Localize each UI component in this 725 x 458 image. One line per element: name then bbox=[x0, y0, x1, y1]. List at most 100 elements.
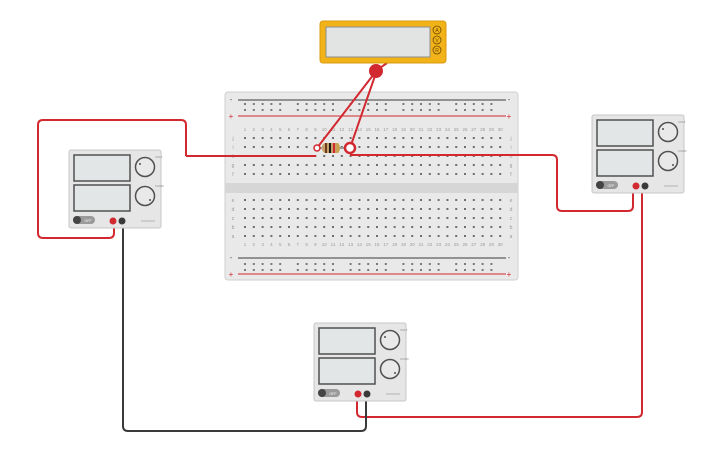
rail-hole[interactable] bbox=[376, 103, 378, 105]
breadboard-hole[interactable] bbox=[384, 226, 387, 228]
breadboard-hole[interactable] bbox=[428, 146, 431, 148]
multimeter-probe-wire-1[interactable] bbox=[316, 69, 378, 149]
breadboard-hole[interactable] bbox=[446, 164, 449, 166]
rail-hole[interactable] bbox=[490, 263, 493, 265]
voltage-knob[interactable] bbox=[134, 156, 156, 178]
breadboard-hole[interactable] bbox=[384, 235, 387, 237]
off-switch[interactable]: OFF bbox=[73, 216, 95, 224]
breadboard-hole[interactable] bbox=[358, 137, 361, 139]
breadboard-hole[interactable] bbox=[367, 226, 370, 228]
breadboard-hole[interactable] bbox=[490, 137, 493, 139]
breadboard-hole[interactable] bbox=[455, 146, 458, 148]
breadboard-hole[interactable] bbox=[296, 146, 299, 148]
rail-hole[interactable] bbox=[244, 103, 246, 105]
breadboard-hole[interactable] bbox=[279, 164, 282, 166]
breadboard-hole[interactable] bbox=[296, 235, 299, 237]
breadboard-hole[interactable] bbox=[490, 146, 493, 148]
breadboard-hole[interactable] bbox=[349, 226, 352, 228]
breadboard-hole[interactable] bbox=[296, 226, 299, 228]
breadboard-hole[interactable] bbox=[490, 208, 493, 210]
rail-hole[interactable] bbox=[428, 109, 431, 111]
breadboard-hole[interactable] bbox=[446, 208, 449, 210]
breadboard-hole[interactable] bbox=[420, 226, 422, 228]
rail-hole[interactable] bbox=[367, 263, 370, 265]
breadboard-hole[interactable] bbox=[490, 173, 493, 175]
rail-hole[interactable] bbox=[376, 109, 378, 111]
breadboard-hole[interactable] bbox=[472, 164, 475, 166]
rail-hole[interactable] bbox=[384, 263, 387, 265]
breadboard-hole[interactable] bbox=[244, 235, 246, 237]
breadboard-hole[interactable] bbox=[499, 208, 502, 210]
breadboard-hole[interactable] bbox=[464, 208, 466, 210]
breadboard-hole[interactable] bbox=[332, 137, 334, 139]
breadboard-hole[interactable] bbox=[340, 137, 343, 139]
rail-hole[interactable] bbox=[349, 109, 352, 111]
rail-hole[interactable] bbox=[420, 109, 422, 111]
rail-hole[interactable] bbox=[481, 109, 484, 111]
breadboard-hole[interactable] bbox=[244, 173, 246, 175]
breadboard-hole[interactable] bbox=[323, 235, 326, 237]
rail-hole[interactable] bbox=[279, 269, 282, 271]
breadboard-hole[interactable] bbox=[420, 199, 422, 201]
rail-hole[interactable] bbox=[252, 269, 255, 271]
breadboard-hole[interactable] bbox=[402, 199, 405, 201]
breadboard-hole[interactable] bbox=[279, 146, 282, 148]
breadboard-hole[interactable] bbox=[455, 235, 458, 237]
breadboard-hole[interactable] bbox=[420, 235, 422, 237]
rail-hole[interactable] bbox=[481, 263, 484, 265]
breadboard-hole[interactable] bbox=[270, 173, 273, 175]
rail-hole[interactable] bbox=[270, 263, 273, 265]
positive-terminal[interactable] bbox=[632, 182, 640, 190]
breadboard-hole[interactable] bbox=[402, 173, 405, 175]
breadboard-hole[interactable] bbox=[499, 146, 502, 148]
breadboard-hole[interactable] bbox=[305, 235, 308, 237]
negative-terminal[interactable] bbox=[363, 390, 371, 398]
rail-hole[interactable] bbox=[305, 269, 308, 271]
breadboard-hole[interactable] bbox=[332, 217, 334, 219]
breadboard-hole[interactable] bbox=[367, 235, 370, 237]
breadboard-hole[interactable] bbox=[261, 164, 264, 166]
rail-hole[interactable] bbox=[323, 263, 326, 265]
breadboard-hole[interactable] bbox=[367, 137, 370, 139]
probe-tip-left[interactable] bbox=[313, 144, 321, 152]
rail-hole[interactable] bbox=[367, 103, 370, 105]
breadboard-hole[interactable] bbox=[384, 137, 387, 139]
rail-hole[interactable] bbox=[464, 263, 466, 265]
breadboard-hole[interactable] bbox=[490, 217, 493, 219]
rail-hole[interactable] bbox=[261, 103, 264, 105]
voltage-knob[interactable] bbox=[657, 121, 679, 143]
breadboard-hole[interactable] bbox=[420, 146, 422, 148]
breadboard-hole[interactable] bbox=[340, 155, 343, 157]
rail-hole[interactable] bbox=[314, 109, 317, 111]
breadboard-hole[interactable] bbox=[323, 173, 326, 175]
breadboard-hole[interactable] bbox=[314, 137, 317, 139]
breadboard-hole[interactable] bbox=[376, 164, 378, 166]
rail-hole[interactable] bbox=[376, 269, 378, 271]
breadboard-hole[interactable] bbox=[420, 217, 422, 219]
breadboard-hole[interactable] bbox=[244, 146, 246, 148]
rail-hole[interactable] bbox=[472, 269, 475, 271]
breadboard-hole[interactable] bbox=[261, 173, 264, 175]
breadboard-hole[interactable] bbox=[270, 146, 273, 148]
breadboard-hole[interactable] bbox=[376, 146, 378, 148]
breadboard-hole[interactable] bbox=[411, 164, 414, 166]
rail-hole[interactable] bbox=[349, 269, 352, 271]
breadboard-hole[interactable] bbox=[358, 226, 361, 228]
breadboard-hole[interactable] bbox=[296, 137, 299, 139]
rail-hole[interactable] bbox=[472, 109, 475, 111]
breadboard-hole[interactable] bbox=[323, 199, 326, 201]
breadboard-hole[interactable] bbox=[314, 226, 317, 228]
rail-hole[interactable] bbox=[270, 109, 273, 111]
breadboard-hole[interactable] bbox=[288, 235, 290, 237]
breadboard-hole[interactable] bbox=[393, 173, 396, 175]
rail-hole[interactable] bbox=[296, 103, 299, 105]
rail-hole[interactable] bbox=[437, 263, 440, 265]
breadboard-hole[interactable] bbox=[296, 208, 299, 210]
rail-hole[interactable] bbox=[279, 263, 282, 265]
rail-hole[interactable] bbox=[411, 109, 414, 111]
rail-hole[interactable] bbox=[252, 109, 255, 111]
breadboard-hole[interactable] bbox=[270, 217, 273, 219]
